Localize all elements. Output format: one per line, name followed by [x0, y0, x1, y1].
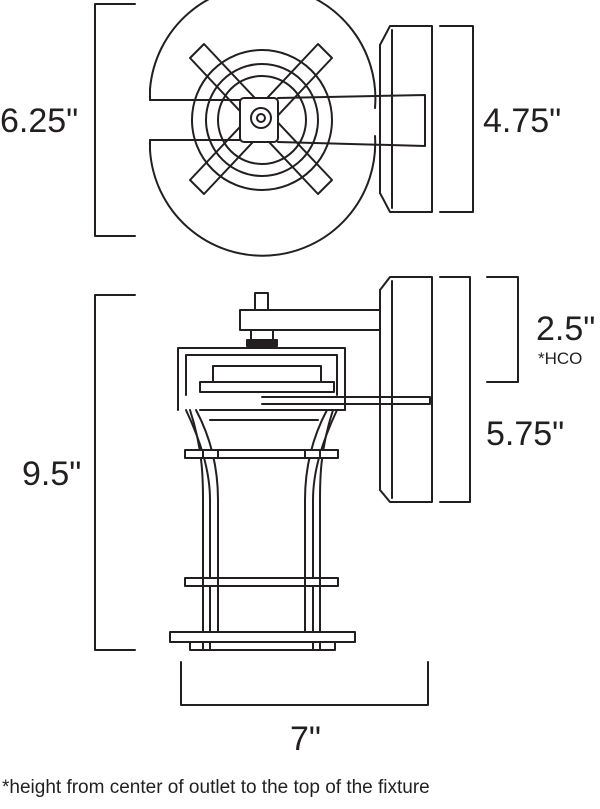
side-band-upper: [184, 449, 339, 459]
dim-bracket-backplate: [439, 276, 471, 503]
side-finial: [254, 292, 269, 311]
top-ring-mid: [205, 63, 319, 177]
side-base: [169, 631, 356, 643]
dim-label-overall-height: 9.5": [22, 455, 81, 493]
outlet-center-line: [261, 396, 431, 405]
top-center-knob: [250, 107, 272, 129]
side-band-lower: [184, 577, 339, 587]
side-arm: [239, 309, 381, 331]
top-view: [94, 0, 474, 257]
dim-label-backplate-height: 4.75": [483, 102, 561, 140]
dim-label-hco-note: *HCO: [538, 349, 582, 368]
dim-bracket-top-right: [439, 25, 474, 213]
side-backplate: [379, 276, 433, 503]
top-cage-cross: [189, 43, 333, 195]
dim-label-top-height: 6.25": [0, 102, 78, 140]
side-top-cap: [212, 365, 322, 383]
top-outer-circle: [149, 0, 377, 109]
top-arm: [149, 94, 426, 147]
dim-bracket-hco: [486, 276, 519, 383]
top-ring-outer: [191, 49, 333, 191]
top-outer-circle-lower: [149, 135, 377, 257]
footnote: *height from center of outlet to the top…: [2, 777, 430, 798]
top-ring-inner: [217, 75, 307, 165]
dim-bracket-left: [94, 294, 136, 651]
side-view: [94, 276, 519, 706]
dim-bracket-width: [180, 661, 429, 706]
dim-label-hco: 2.5": [536, 310, 595, 348]
dim-label-backplate-front: 5.75": [486, 415, 564, 453]
side-glass: [185, 409, 338, 651]
dim-label-width: 7": [290, 720, 321, 758]
side-cage-frame: [177, 347, 346, 396]
dim-bracket-top-left: [94, 3, 136, 237]
